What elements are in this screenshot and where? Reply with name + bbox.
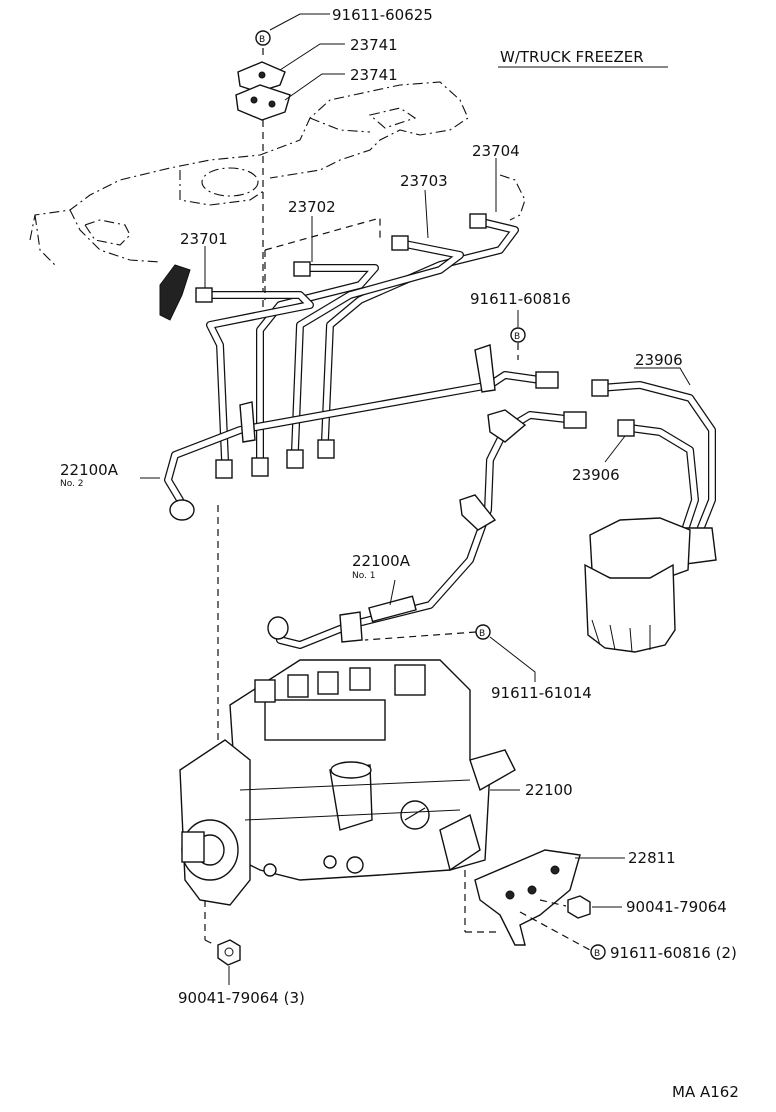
bolt-centerline-bracket [519, 911, 591, 951]
label-23741-b: 23741 [350, 66, 398, 84]
hose-end-lower [617, 419, 635, 437]
injection-pipe-23702 [256, 264, 379, 464]
label-90041-79064-bottom: 90041-79064 (3) [178, 989, 305, 1007]
label-23701: 23701 [180, 230, 228, 248]
pipe-nut-23704 [469, 213, 487, 229]
pipe-nut-23702 [293, 261, 311, 277]
pipe-nut-23703 [391, 235, 409, 251]
leader-23906-a [634, 367, 691, 386]
label-22811: 22811 [628, 849, 676, 867]
nut-90041-79064-right [567, 895, 591, 919]
injection-pipe-23703 [291, 239, 464, 454]
fuel-hose-23906-upper [596, 381, 716, 534]
injection-pump-22100 [179, 659, 516, 906]
label-23702: 23702 [288, 198, 336, 216]
pipe-nut-pump-1 [215, 459, 233, 479]
label-22100A-no2: 22100A [60, 461, 119, 479]
leader-22100A-no1 [389, 579, 396, 606]
nut-centerline-right [539, 899, 567, 907]
pipe-nut-pump-2 [251, 457, 269, 477]
fuel-filter [584, 517, 691, 653]
bolt-marker-bracket: B [590, 944, 606, 960]
leader-23741-a [279, 43, 345, 71]
diagram-title: W/TRUCK FREEZER [500, 48, 644, 66]
label-23741-a: 23741 [350, 36, 398, 54]
fuel-pipe-nut-no2 [535, 371, 559, 389]
fuel-pipe-bracket-mid [239, 401, 256, 443]
leader-91611-60625 [269, 13, 330, 31]
fuel-pipe-clip-lower [459, 494, 497, 531]
label-23703: 23703 [400, 172, 448, 190]
label-91611-61014: 91611-61014 [491, 684, 592, 702]
label-90041-79064-right: 90041-79064 [626, 898, 727, 916]
label-22100: 22100 [525, 781, 573, 799]
bolt-marker-top: B [255, 30, 271, 46]
label-23906-a: 23906 [635, 351, 683, 369]
figure-code: MA A162 [672, 1083, 739, 1101]
leader-23906-b [604, 435, 626, 463]
leader-23703 [424, 189, 429, 239]
fuel-pipe-clip-upper [487, 409, 527, 443]
engine-cylinder-head-outline [29, 81, 526, 266]
hose-end-upper [591, 379, 609, 397]
pipe-clamp-upper [237, 61, 286, 93]
bolt-marker-letter: B [479, 629, 485, 639]
label-22100A-no1: 22100A [352, 552, 411, 570]
label-91611-60625: 91611-60625 [332, 6, 433, 24]
injector-nozzle [159, 264, 191, 321]
bolt-marker-letter: B [594, 949, 600, 959]
leader-23741-b [284, 73, 345, 101]
pipe-set-bracket [264, 217, 381, 251]
label-23704: 23704 [472, 142, 520, 160]
bolt-marker-letter: B [259, 35, 265, 45]
pipe-nut-23701 [195, 287, 213, 303]
label-91611-60816-bottom: 91611-60816 (2) [610, 944, 737, 962]
injection-pipe-23701 [201, 291, 314, 464]
fuel-pipe-bracket-no1 [339, 611, 363, 643]
label-22100A-no1-sub: No. 1 [352, 571, 376, 581]
pump-centerline-bottom-2 [204, 939, 216, 946]
nut-90041-79064-bottom [217, 939, 241, 966]
pipe-clamp-lower [235, 84, 291, 121]
label-23906-b: 23906 [572, 466, 620, 484]
leader-91611-61014 [489, 636, 536, 682]
bolt-marker-mid: B [510, 327, 526, 343]
fuel-pipe-bracket-no2 [474, 344, 496, 393]
pipe-nut-pump-3 [286, 449, 304, 469]
bolt-marker-pump-top: B [475, 624, 491, 640]
fuel-pipe-nut-no1 [563, 411, 587, 429]
label-91611-60816-top: 91611-60816 [470, 290, 571, 308]
fuel-pipe-22100A-no2 [164, 371, 544, 504]
bolt-centerline-pump-top [364, 631, 477, 641]
label-22100A-no2-sub: No. 2 [60, 479, 84, 489]
bolt-marker-letter: B [514, 332, 520, 342]
pipe-nut-pump-4 [317, 439, 335, 459]
banjo-fitting-no1 [267, 616, 289, 640]
banjo-fitting-no2 [169, 499, 195, 521]
fuel-hose-23906-lower [626, 424, 699, 534]
pump-bracket-22811 [474, 849, 581, 946]
